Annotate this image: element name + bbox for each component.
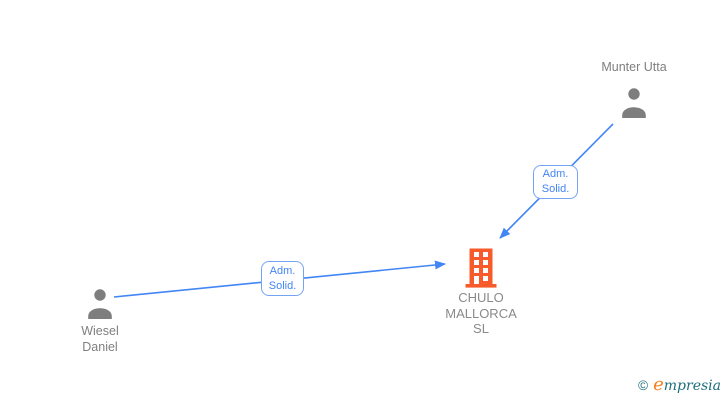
node-label: CHULO MALLORCA SL bbox=[445, 290, 517, 336]
node-wiesel-daniel[interactable]: Wiesel Daniel bbox=[50, 288, 150, 355]
person-icon bbox=[622, 87, 646, 118]
edge-label-line: Solid. bbox=[268, 279, 297, 292]
node-chulo-mallorca-sl[interactable]: CHULO MALLORCA SL bbox=[431, 248, 531, 337]
person-icon bbox=[88, 289, 112, 319]
empresia-watermark: © empresia bbox=[638, 374, 721, 395]
edge-label-adm-solid-left[interactable]: Adm. Solid. bbox=[261, 261, 304, 296]
company-building-icon bbox=[465, 248, 497, 288]
edge-label-line: Solid. bbox=[541, 183, 570, 195]
edge-label-line: Adm. bbox=[542, 168, 569, 180]
copyright-symbol: © bbox=[638, 378, 649, 393]
node-label: Munter Utta bbox=[601, 60, 667, 74]
empresia-logo-text: empresia bbox=[653, 374, 721, 395]
edge-label-line: Adm. bbox=[269, 264, 296, 277]
edge-label-adm-solid-top[interactable]: Adm. Solid. bbox=[533, 165, 578, 199]
node-label: Wiesel Daniel bbox=[81, 324, 119, 354]
node-munter-utta[interactable]: Munter Utta bbox=[584, 60, 684, 118]
